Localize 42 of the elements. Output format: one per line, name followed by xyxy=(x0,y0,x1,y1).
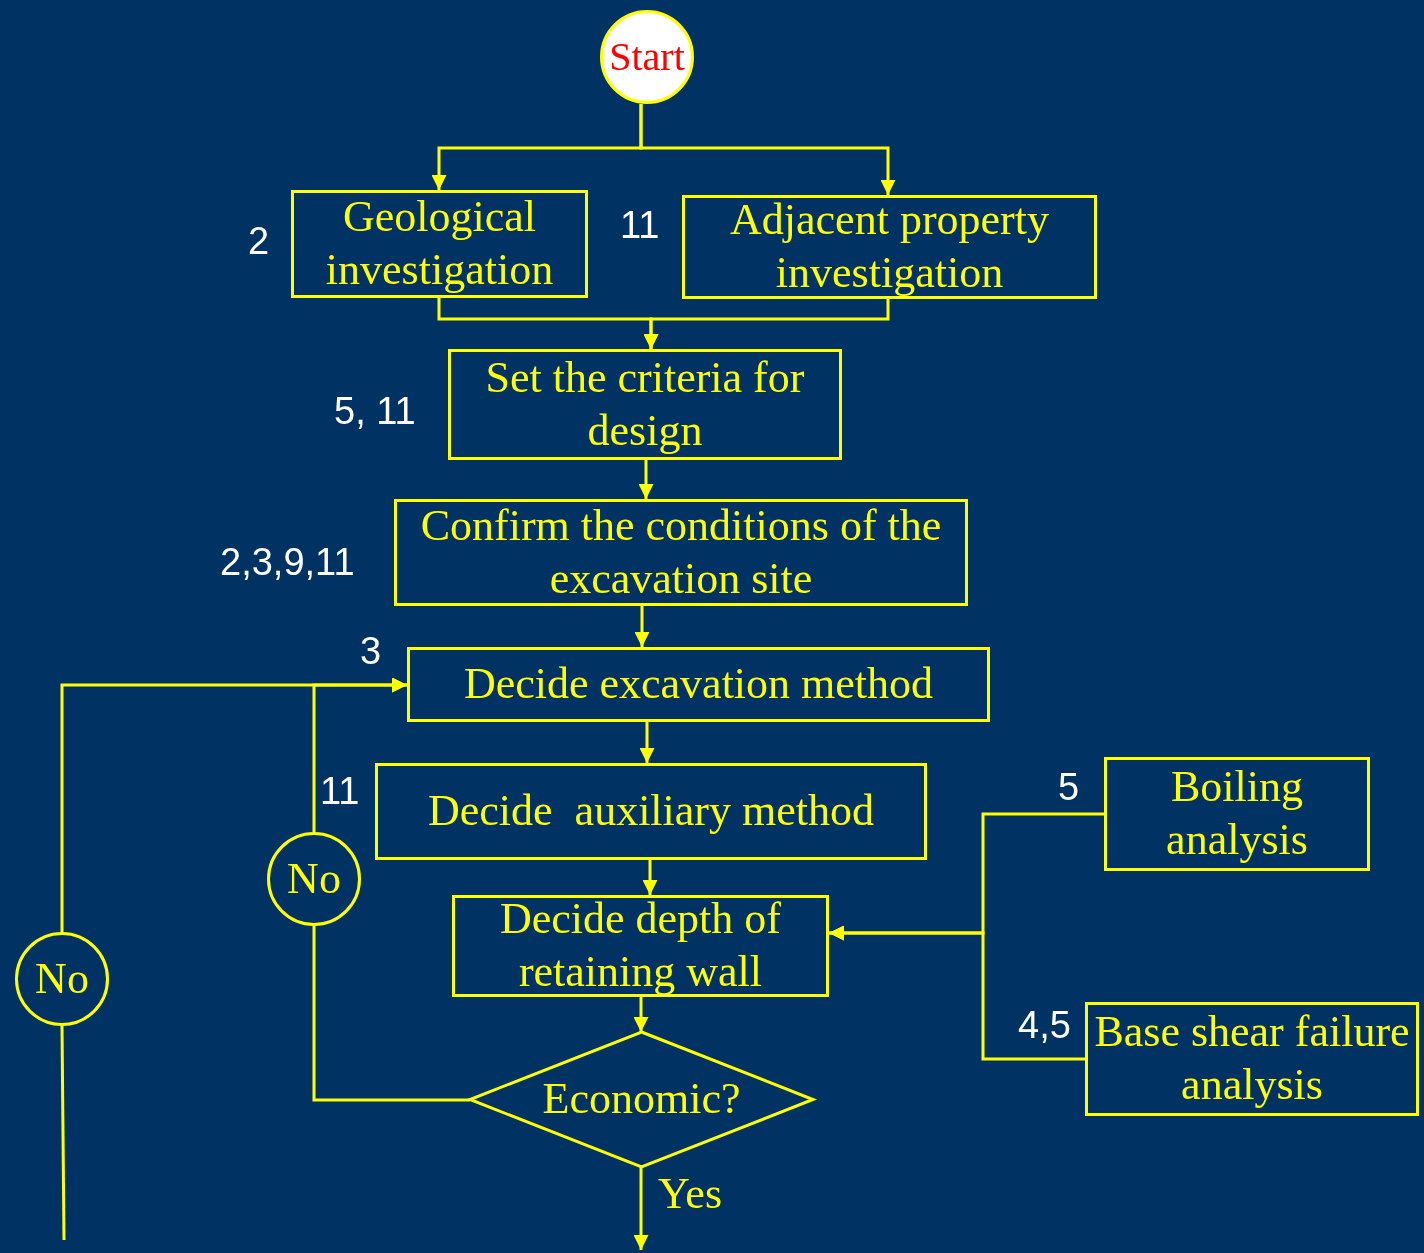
box-text: Base shear failure analysis xyxy=(1093,1006,1411,1111)
arrow xyxy=(60,677,407,932)
arrow xyxy=(638,460,654,499)
box-text: No xyxy=(287,852,341,905)
arrow xyxy=(643,299,890,349)
box-text: Set the criteria for design xyxy=(484,351,806,457)
box-text: Boiling analysis xyxy=(1165,761,1309,866)
connector-circle xyxy=(15,932,109,1026)
arrow xyxy=(642,860,658,895)
reference-number: 11 xyxy=(620,206,660,244)
process-box xyxy=(291,190,588,298)
connector-line xyxy=(312,926,470,1102)
box-text: Decide depth of retaining wall xyxy=(499,893,782,998)
reference-number: 11 xyxy=(320,772,360,810)
arrow xyxy=(829,925,1085,1061)
reference-number: 4,5 xyxy=(1018,1006,1071,1044)
process-box xyxy=(452,895,829,997)
edge-label: Yes xyxy=(658,1172,723,1216)
arrow xyxy=(633,997,649,1032)
reference-number: 5 xyxy=(1058,768,1080,806)
arrow xyxy=(639,722,655,763)
process-box xyxy=(682,195,1097,299)
process-box xyxy=(448,349,842,460)
box-text: Decide excavation method xyxy=(463,658,934,711)
box-text: No xyxy=(35,952,89,1005)
reference-number: 3 xyxy=(360,632,382,670)
process-box xyxy=(375,763,927,860)
reference-number: 2 xyxy=(248,222,270,260)
reference-number: 5, 11 xyxy=(334,392,416,430)
process-box xyxy=(407,647,990,722)
box-text: Decide auxiliary method xyxy=(428,785,874,838)
box-text: Confirm the conditions of the excavation site xyxy=(419,499,943,605)
connector-line xyxy=(60,1026,66,1240)
reference-number: 2,3,9,11 xyxy=(220,543,355,581)
arrow xyxy=(639,104,896,195)
arrow xyxy=(634,606,650,647)
connector-circle xyxy=(267,832,361,926)
box-text: Adjacent property investigation xyxy=(729,194,1050,299)
box-text: Geological investigation xyxy=(324,191,555,296)
process-box xyxy=(1104,757,1370,871)
arrow xyxy=(633,1167,649,1250)
start-label: Start xyxy=(609,33,685,81)
